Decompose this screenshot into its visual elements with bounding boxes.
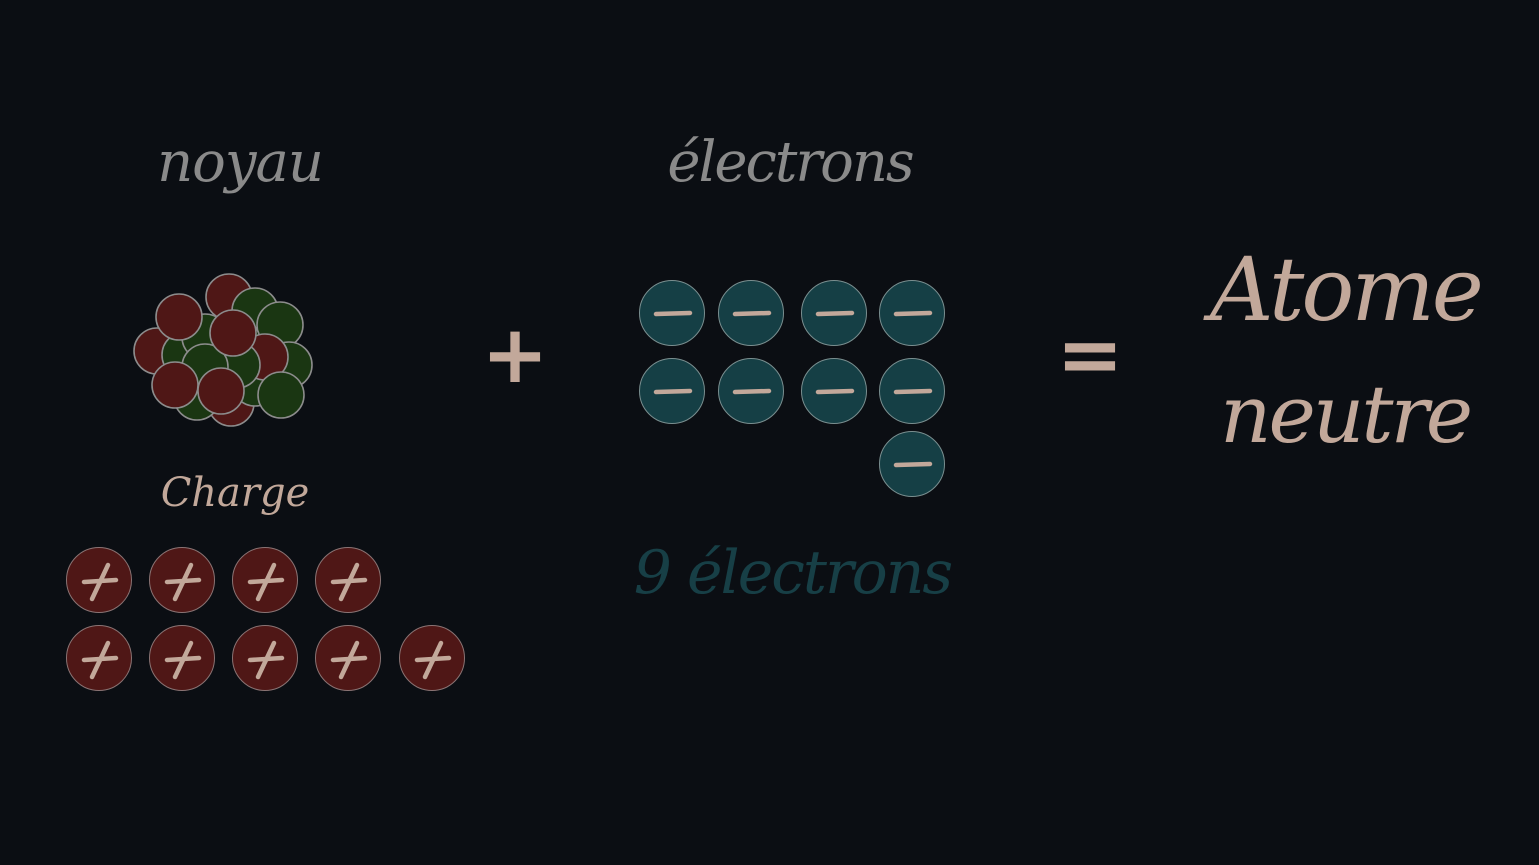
proton-charge-token: [232, 625, 298, 691]
proton-charge-token: [315, 547, 381, 613]
result-label-atome: Atome: [1210, 238, 1484, 341]
electrons-title: électrons: [667, 130, 914, 195]
nucleus-proton: [209, 309, 257, 357]
nucleus-neutron: [257, 371, 305, 419]
electron-count-label: 9 électrons: [633, 538, 953, 608]
nucleus-proton: [151, 361, 199, 409]
proton-charge-token: [315, 625, 381, 691]
electron-token: [639, 358, 705, 424]
nucleus-proton: [197, 367, 245, 415]
electron-token: [879, 280, 945, 346]
proton-charge-token: [232, 547, 298, 613]
electron-token: [801, 358, 867, 424]
electron-token: [718, 358, 784, 424]
nucleus-cluster: [133, 273, 313, 427]
electron-token: [879, 358, 945, 424]
proton-charge-token: [399, 625, 465, 691]
proton-charge-token: [66, 547, 132, 613]
equals-operator: =: [1056, 308, 1124, 401]
electron-token: [801, 280, 867, 346]
proton-charge-token: [149, 547, 215, 613]
plus-operator: +: [481, 308, 549, 401]
nucleus-proton: [155, 293, 203, 341]
proton-charge-token: [149, 625, 215, 691]
result-label-neutre: neutre: [1220, 368, 1473, 461]
electron-token: [718, 280, 784, 346]
electron-token: [879, 431, 945, 497]
electron-token: [639, 280, 705, 346]
proton-charge-token: [66, 625, 132, 691]
charge-label: Charge: [160, 470, 310, 516]
nucleus-title: noyau: [157, 130, 324, 195]
